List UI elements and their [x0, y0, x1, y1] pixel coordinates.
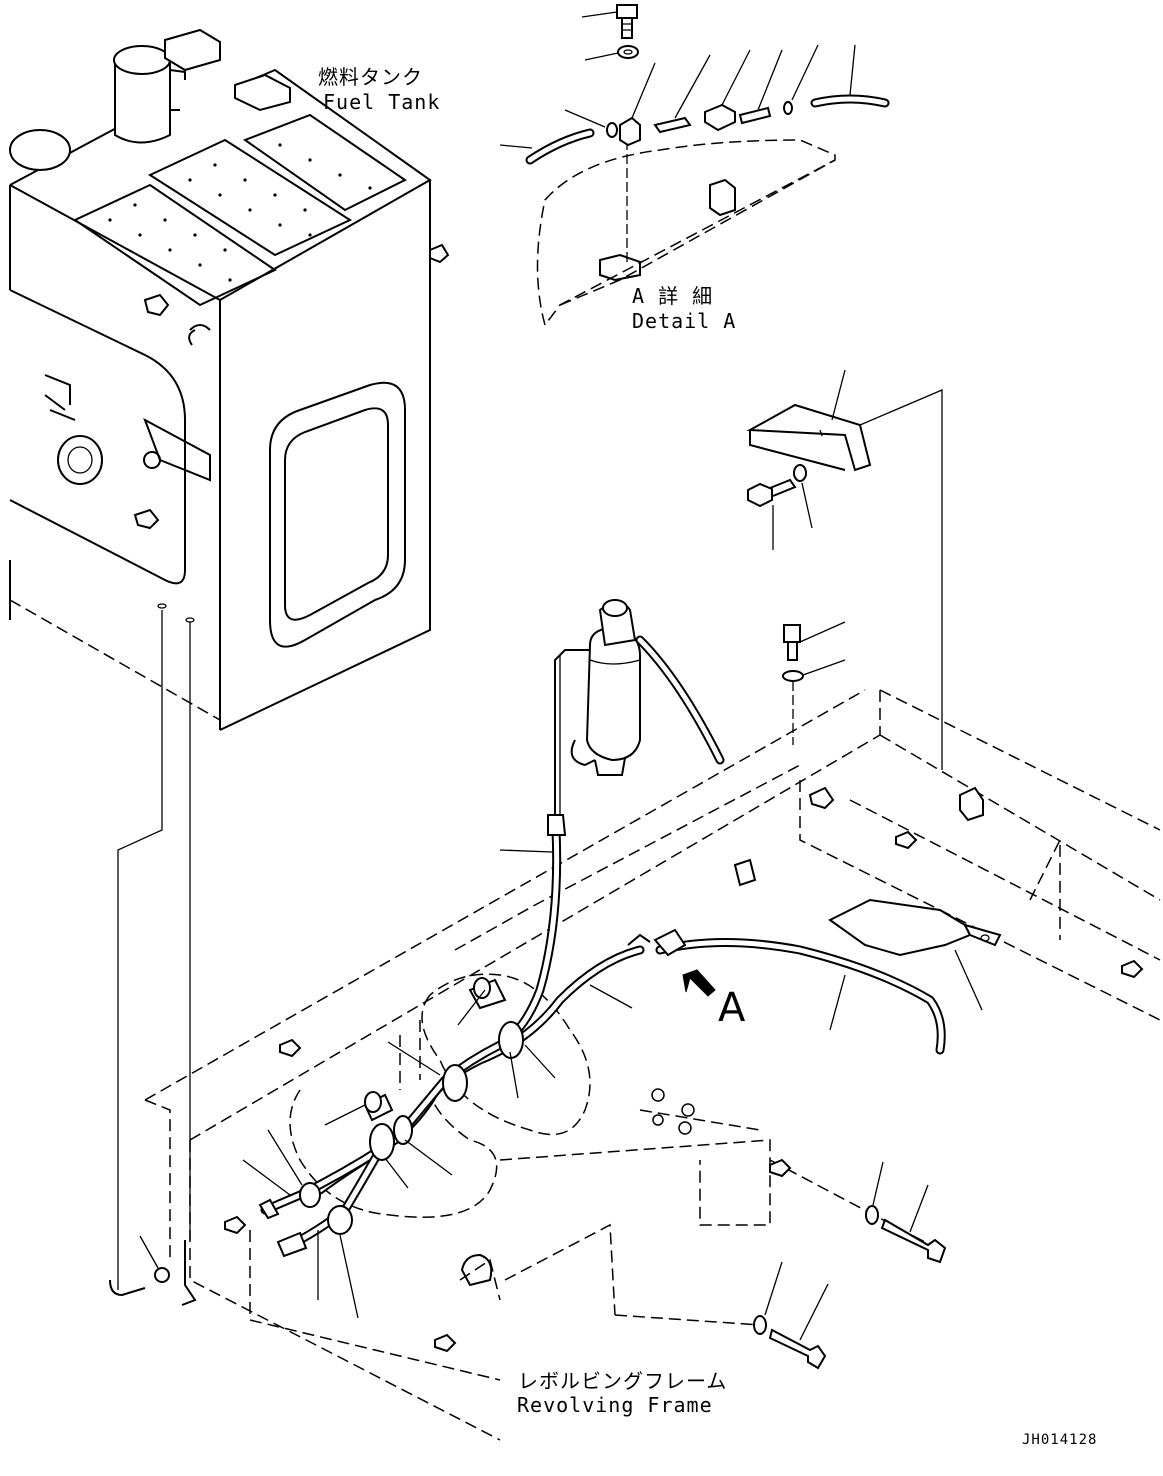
fuel-tank-label-jp: 燃料タンク [318, 65, 423, 89]
drawing-code: JH014128 [1022, 1432, 1098, 1448]
revolving-frame-label-jp: レボルビングフレーム [518, 1369, 728, 1393]
detail-a-label-en: Detail A [632, 309, 737, 333]
detail-a-label-jp: A 詳 細 [632, 284, 714, 308]
tank-drain-lines [109, 603, 197, 1306]
fuel-tank [9, 28, 450, 731]
fuel-tank-label-en: Fuel Tank [323, 90, 441, 114]
fuel-hose-assembly [242, 814, 1002, 1370]
revolving-frame [144, 689, 1161, 1441]
view-a-callout: A [718, 985, 746, 1031]
detail-a-view [499, 4, 890, 326]
cover-bracket [746, 369, 943, 770]
fuel-filter [554, 599, 846, 820]
revolving-frame-label-en: Revolving Frame [517, 1393, 713, 1417]
